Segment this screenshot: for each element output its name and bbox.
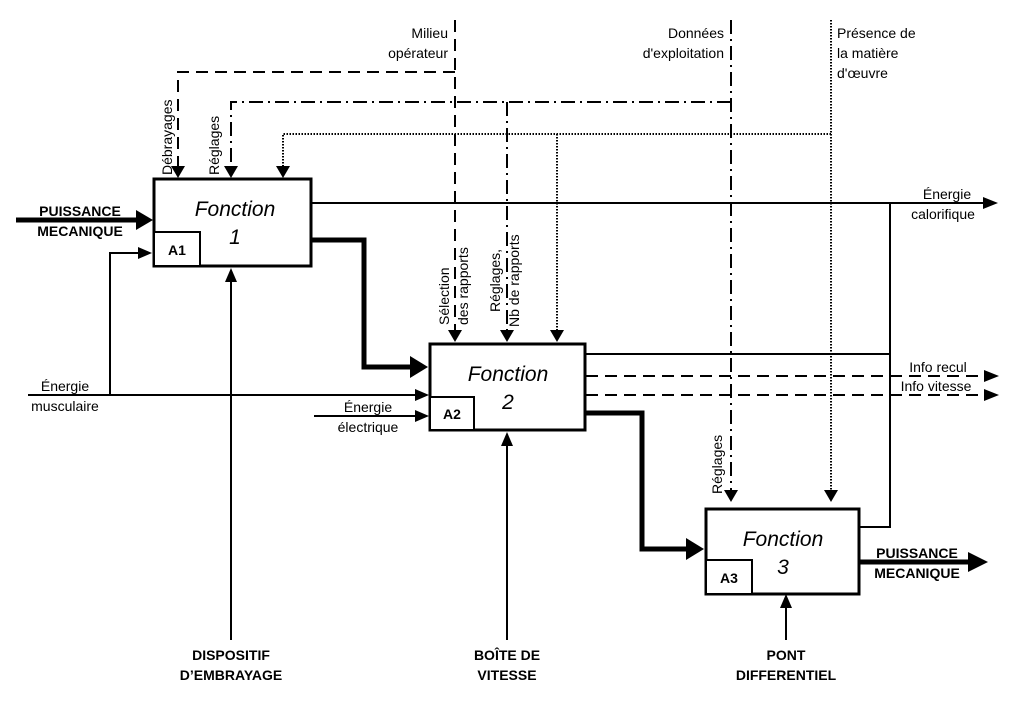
label-energie-calorifique-1: Énergie [923, 186, 971, 202]
control-presence-matiere [276, 20, 838, 502]
function-number: 3 [777, 556, 789, 579]
label-milieu-1: Milieu [411, 25, 448, 41]
function-title: Fonction [743, 528, 824, 551]
label-milieu-2: opérateur [388, 45, 448, 61]
label-donnees-2: d'exploitation [643, 45, 724, 61]
label-reglages-a3: Réglages [709, 435, 725, 494]
label-info-vitesse: Info vitesse [901, 378, 972, 394]
label-puissance-out-1: PUISSANCE [876, 545, 958, 561]
flow-a1-to-a2 [312, 237, 428, 378]
label-presence-3: d'œuvre [837, 65, 888, 81]
control-donnees-exploitation [224, 20, 738, 502]
label-energie-electrique-2: électrique [338, 419, 399, 435]
output-info-vitesse [586, 389, 999, 401]
label-energie-calorifique-2: calorifique [911, 206, 975, 222]
output-energie-calorifique [312, 197, 998, 528]
node-id: A2 [443, 406, 461, 422]
function-number: 1 [229, 226, 241, 249]
label-pont-1: PONT [767, 647, 806, 663]
node-id: A1 [168, 242, 186, 258]
label-puissance-out-2: MECANIQUE [874, 565, 960, 581]
control-milieu-operateur [171, 20, 462, 342]
arrow-reglages-a1 [224, 166, 238, 178]
label-reglages-a2-2: Nb de rapports [506, 234, 522, 327]
label-energie-electrique-1: Énergie [344, 399, 392, 415]
label-donnees-1: Données [668, 25, 724, 41]
arrow-debrayages [171, 166, 185, 178]
function-title: Fonction [468, 363, 549, 386]
function-box-a3[interactable]: Fonction 3 A3 [704, 507, 861, 596]
label-energie-musculaire-2: musculaire [31, 398, 99, 414]
input-puissance-mecanique [16, 210, 153, 230]
label-debrayages: Débrayages [159, 100, 175, 176]
output-puissance-mecanique [860, 552, 988, 572]
label-boite-2: VITESSE [477, 667, 536, 683]
mechanism-pont-differentiel [780, 594, 792, 640]
label-boite-1: BOÎTE DE [474, 646, 540, 663]
output-info-recul [586, 370, 999, 382]
label-reglages-a2-1: Réglages, [487, 249, 503, 312]
mechanism-dispositif-embrayage [225, 268, 237, 640]
label-puissance-in-1: PUISSANCE [39, 203, 121, 219]
label-dispositif-2: D’EMBRAYAGE [180, 667, 282, 683]
label-selection-1: Sélection [436, 267, 452, 325]
arrow-reglages-a2 [500, 330, 514, 342]
function-box-a2[interactable]: Fonction 2 A2 [428, 342, 587, 432]
label-dispositif-1: DISPOSITIF [192, 647, 270, 663]
mechanism-boite-vitesse [501, 432, 513, 640]
arrow-reglages-a3 [724, 490, 738, 502]
label-reglages-a1: Réglages [206, 116, 222, 175]
function-box-a1[interactable]: Fonction 1 A1 [152, 177, 313, 268]
label-presence-2: la matière [837, 45, 899, 61]
label-info-recul: Info recul [909, 359, 967, 375]
label-presence-1: Présence de [837, 25, 916, 41]
label-pont-2: DIFFERENTIEL [736, 667, 837, 683]
flow-a2-to-a3 [586, 410, 704, 560]
arrow-selection-rapports [448, 330, 462, 342]
function-number: 2 [501, 391, 514, 414]
node-id: A3 [720, 570, 738, 586]
input-energie-electrique [314, 410, 429, 422]
label-energie-musculaire-1: Énergie [41, 378, 89, 394]
label-selection-2: des rapports [455, 247, 471, 325]
label-puissance-in-2: MECANIQUE [37, 223, 123, 239]
function-title: Fonction [195, 198, 276, 221]
input-energie-musculaire [28, 247, 429, 401]
